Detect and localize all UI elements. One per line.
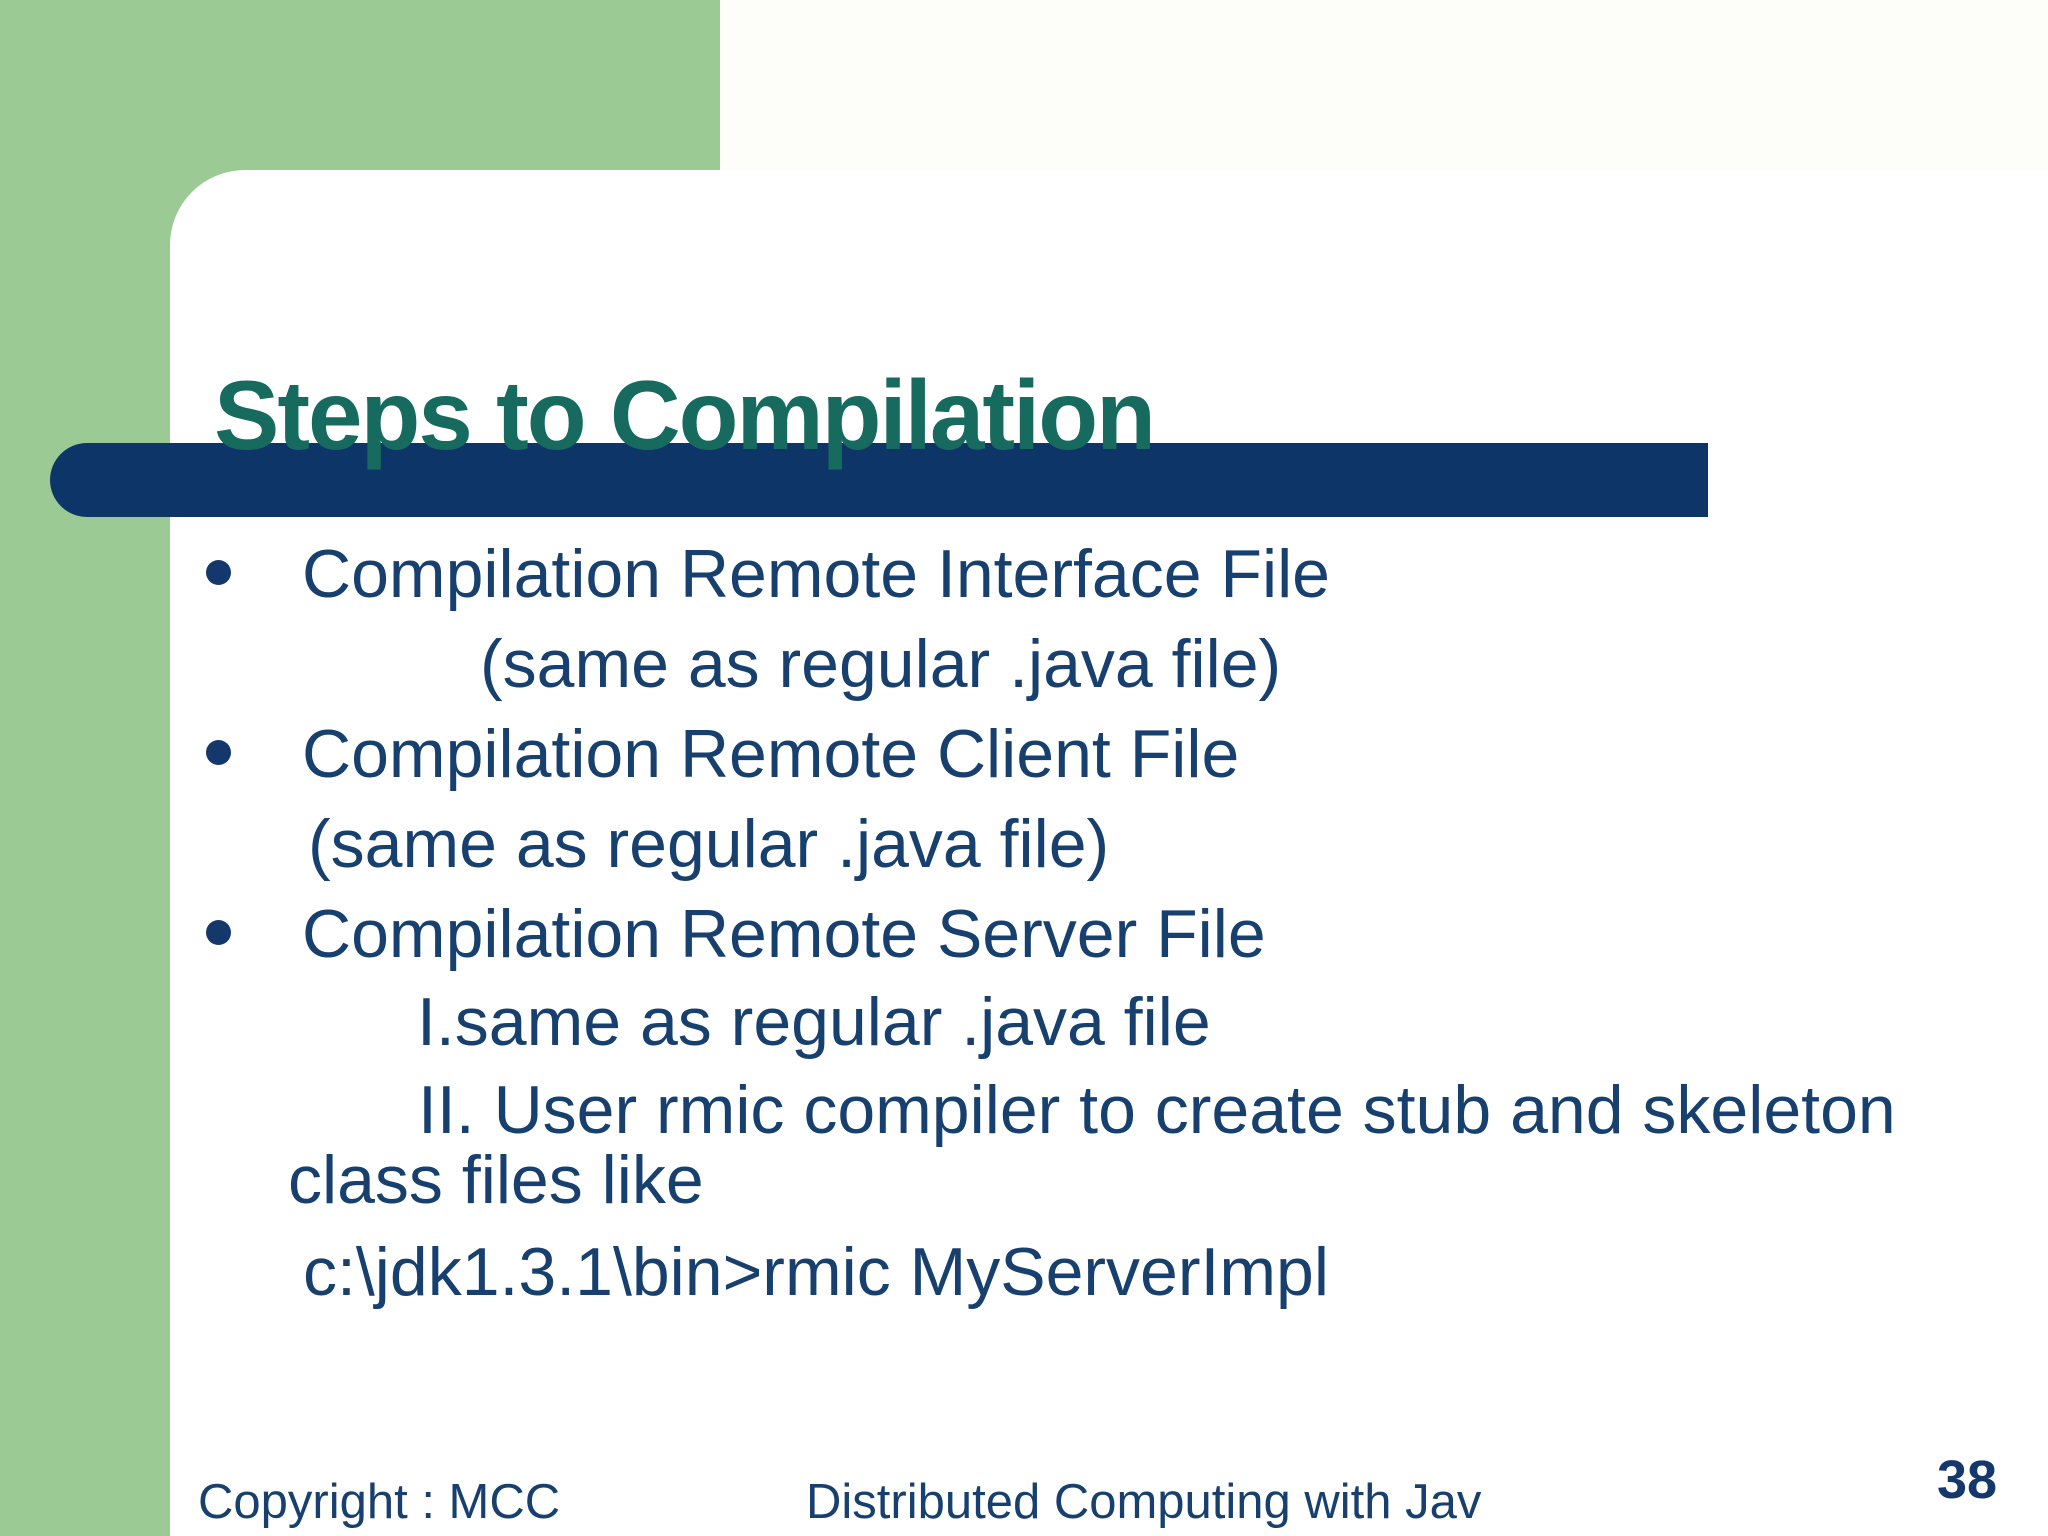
footer-copyright: Copyright : MCC: [198, 1475, 561, 1529]
bullet-item: Compilation Remote Interface File: [302, 536, 1331, 612]
title-divider-bar: [50, 443, 1708, 517]
numbered-sub-line: I.same as regular .java file: [417, 984, 1211, 1060]
bullet-dot: [206, 560, 231, 585]
bullet-dot: [206, 920, 231, 945]
bullet-dot: [206, 740, 231, 765]
footer-course-title: Distributed Computing with Jav: [806, 1475, 1482, 1529]
command-line: c:\jdk1.3.1\bin>rmic MyServerImpl: [303, 1234, 1329, 1310]
slide-title: Steps to Compilation: [214, 359, 1156, 470]
sub-line: (same as regular .java file): [480, 626, 1282, 702]
bullet-item: Compilation Remote Client File: [302, 716, 1240, 792]
content-card: [170, 170, 2048, 1536]
sub-line: (same as regular .java file): [308, 806, 1110, 882]
numbered-sub-line: II. User rmic compiler to create stub an…: [418, 1072, 1896, 1148]
wrapped-line: class files like: [288, 1142, 704, 1218]
bullet-item: Compilation Remote Server File: [302, 896, 1266, 972]
page-number: 38: [1937, 1450, 1998, 1510]
